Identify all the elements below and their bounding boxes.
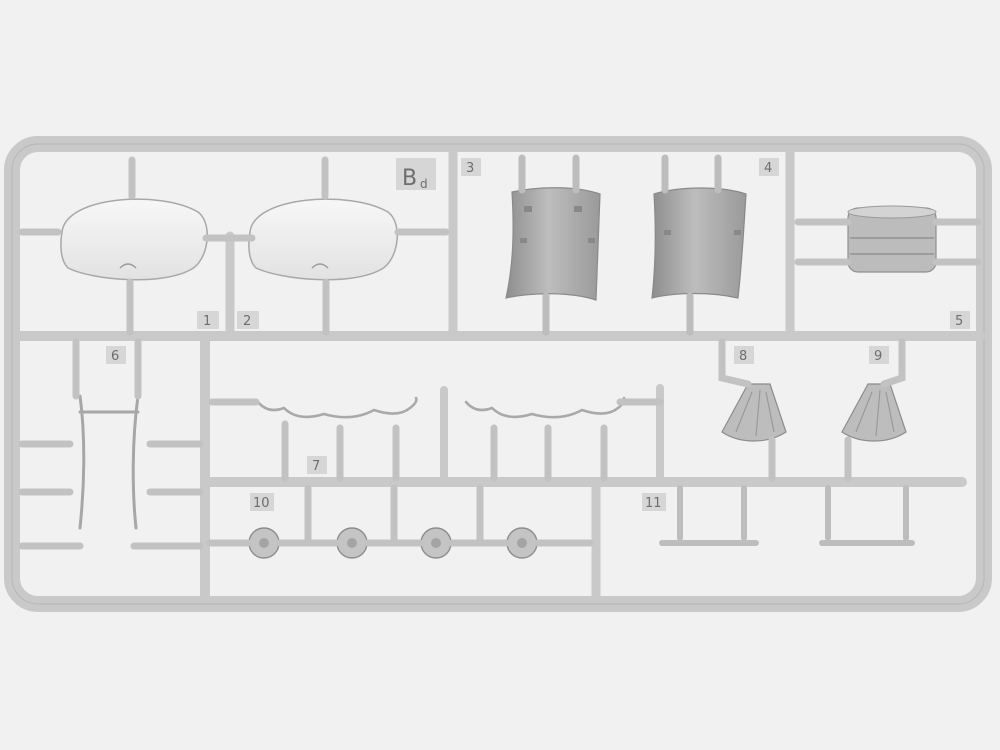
part-9-fan [841, 383, 907, 442]
part-3-curved-panel [505, 187, 601, 301]
gates-part-10 [206, 484, 594, 547]
part-11-brackets [659, 485, 915, 546]
gates-parts-1-2 [18, 156, 450, 336]
part-1-clear-lens [60, 198, 208, 281]
part-tag-5: 5 [950, 311, 970, 329]
wheel [248, 527, 280, 559]
gates-part-5 [794, 218, 982, 266]
sprue-letter-tag: B d [396, 158, 436, 191]
svg-text:d: d [420, 177, 428, 191]
part-tag-9: 9 [869, 346, 889, 364]
sprue-frame [4, 136, 992, 612]
gates-part-7 [208, 398, 664, 482]
svg-text:7: 7 [312, 459, 320, 474]
part-tag-10: 10 [250, 493, 274, 511]
svg-text:10: 10 [253, 496, 270, 511]
wheel [336, 527, 368, 559]
svg-text:8: 8 [739, 349, 747, 364]
part-2-clear-lens [248, 198, 398, 281]
gates-part-6 [18, 338, 204, 550]
svg-text:2: 2 [243, 314, 251, 329]
part-10-wheels [248, 527, 538, 559]
part-8-fan [721, 383, 787, 442]
svg-text:9: 9 [874, 349, 882, 364]
part-tag-7: 7 [307, 456, 327, 474]
wheel [506, 527, 538, 559]
gates-parts-3-4 [518, 154, 722, 336]
svg-text:5: 5 [955, 314, 963, 329]
svg-text:1: 1 [203, 314, 211, 329]
part-tag-8: 8 [734, 346, 754, 364]
gates-parts-8-9 [718, 338, 906, 482]
svg-text:4: 4 [764, 161, 772, 176]
part-tag-6: 6 [106, 346, 126, 364]
part-6-frame [78, 394, 140, 530]
part-5-drum [847, 205, 937, 273]
part-tags: 1 2 3 4 5 6 7 8 [106, 158, 970, 511]
part-tag-1: 1 [197, 311, 219, 329]
part-tag-3: 3 [461, 158, 481, 176]
part-tag-4: 4 [759, 158, 779, 176]
part-7-trim [256, 396, 626, 419]
svg-text:B: B [402, 166, 417, 191]
part-tag-11: 11 [642, 493, 666, 511]
part-tag-2: 2 [237, 311, 259, 329]
part-4-curved-panel [651, 187, 747, 299]
wheel [420, 527, 452, 559]
svg-text:6: 6 [111, 349, 119, 364]
svg-text:11: 11 [645, 496, 662, 511]
svg-text:3: 3 [466, 161, 474, 176]
